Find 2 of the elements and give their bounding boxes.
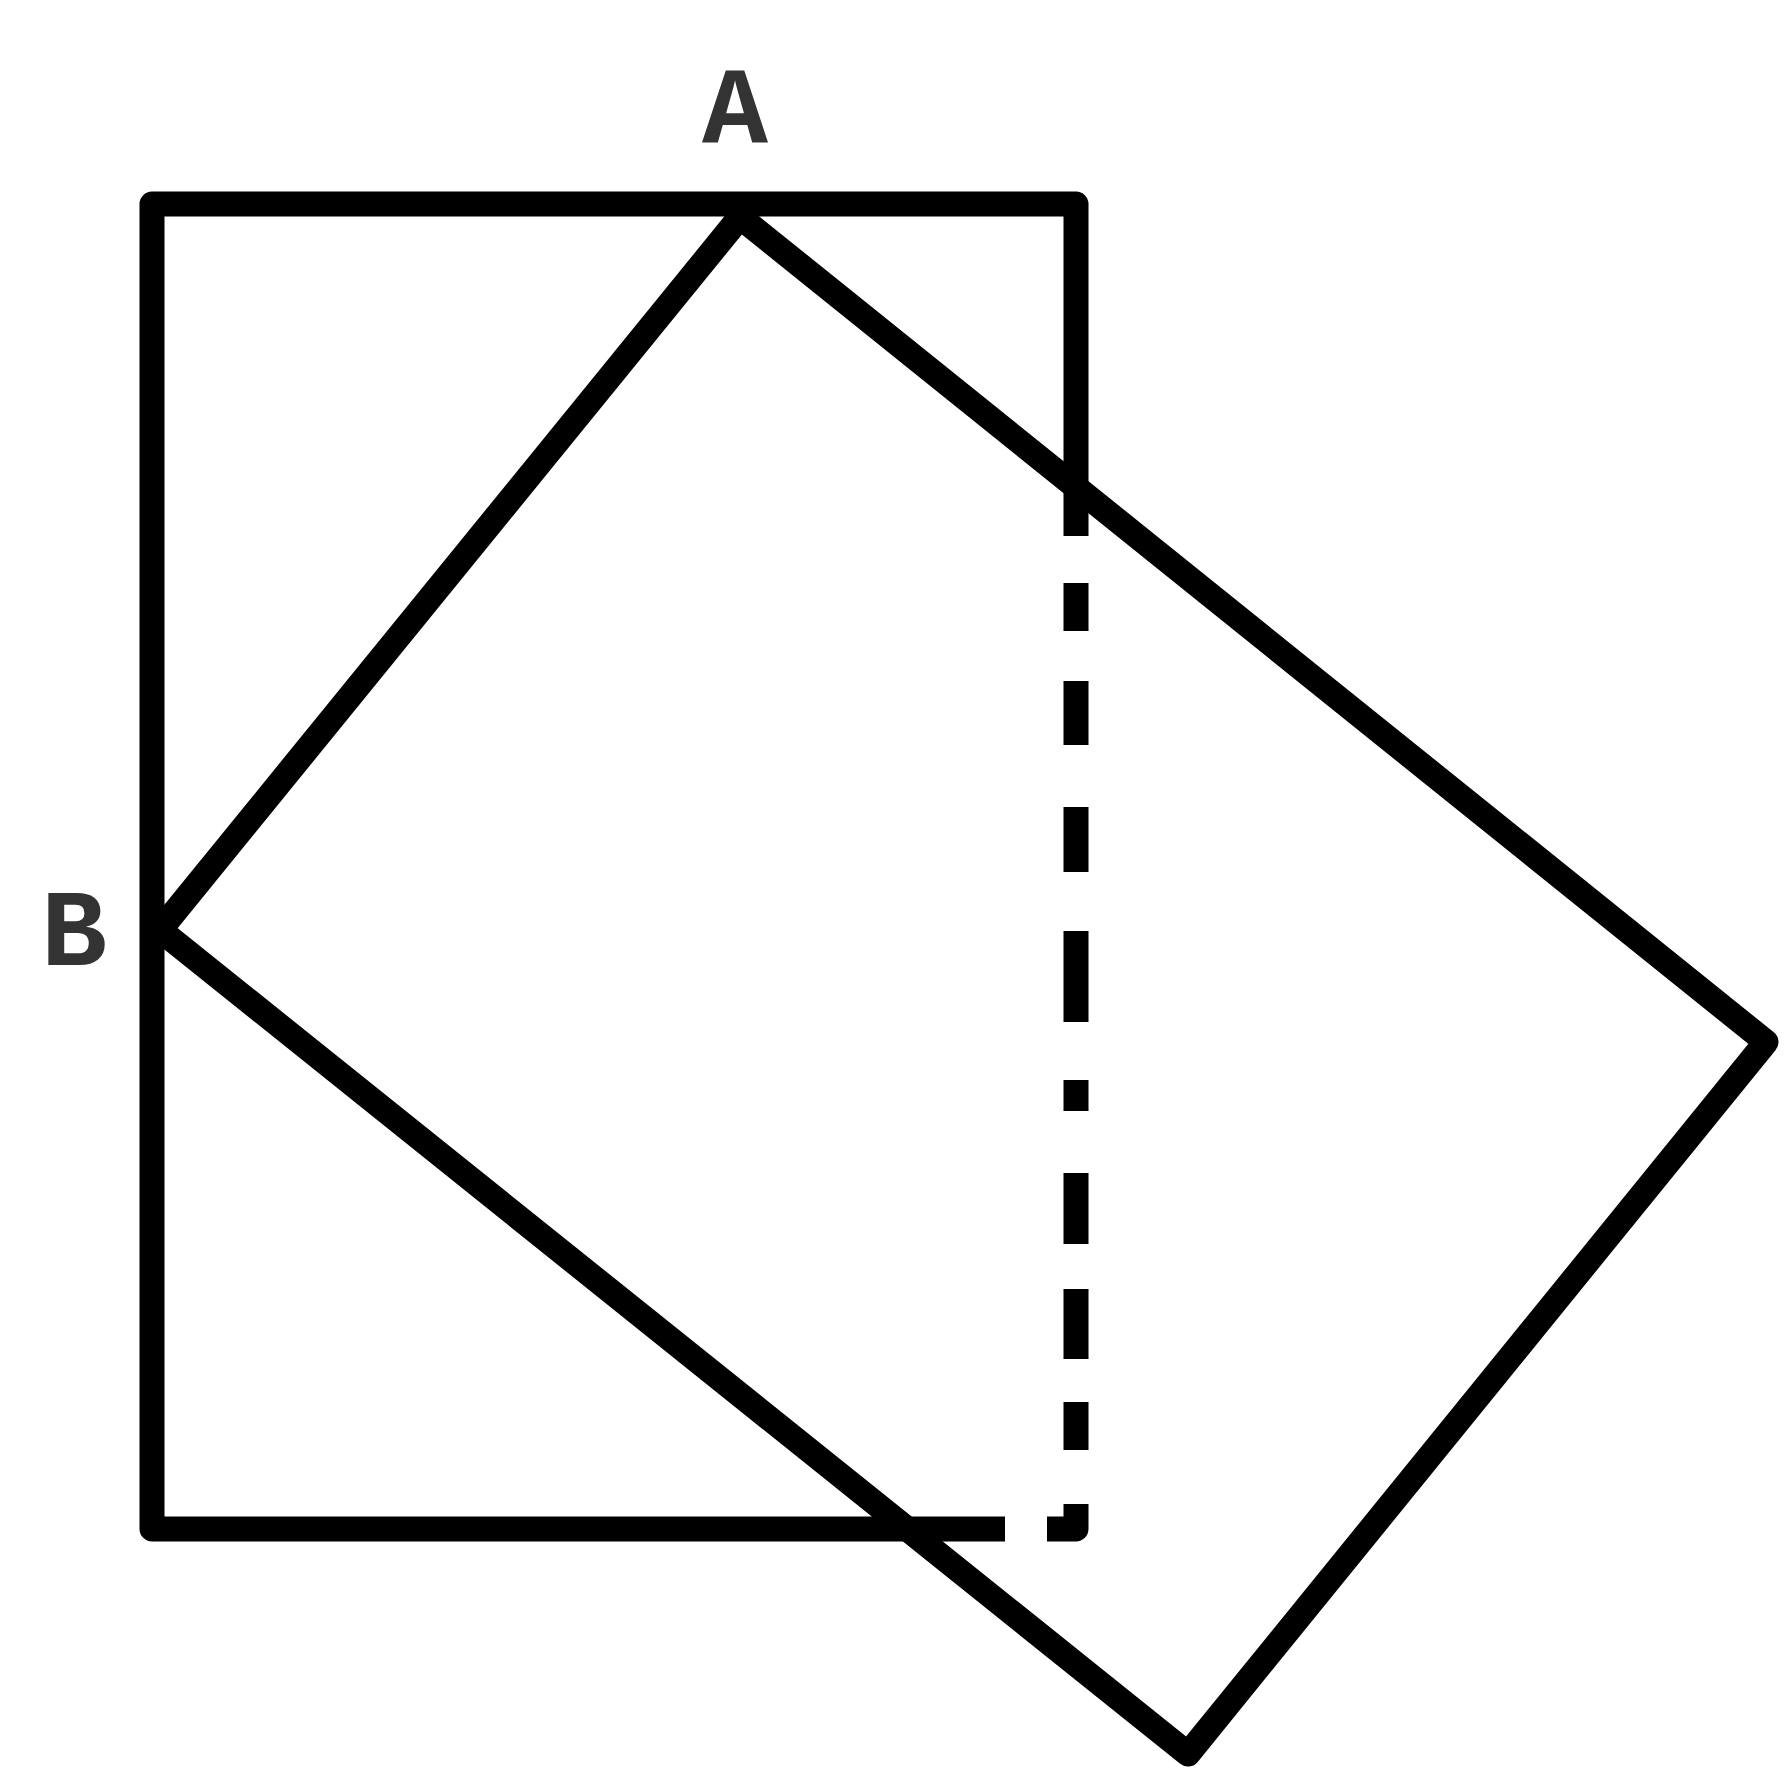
vertex-label: B (41, 881, 107, 991)
vertex-label: A (702, 59, 768, 169)
